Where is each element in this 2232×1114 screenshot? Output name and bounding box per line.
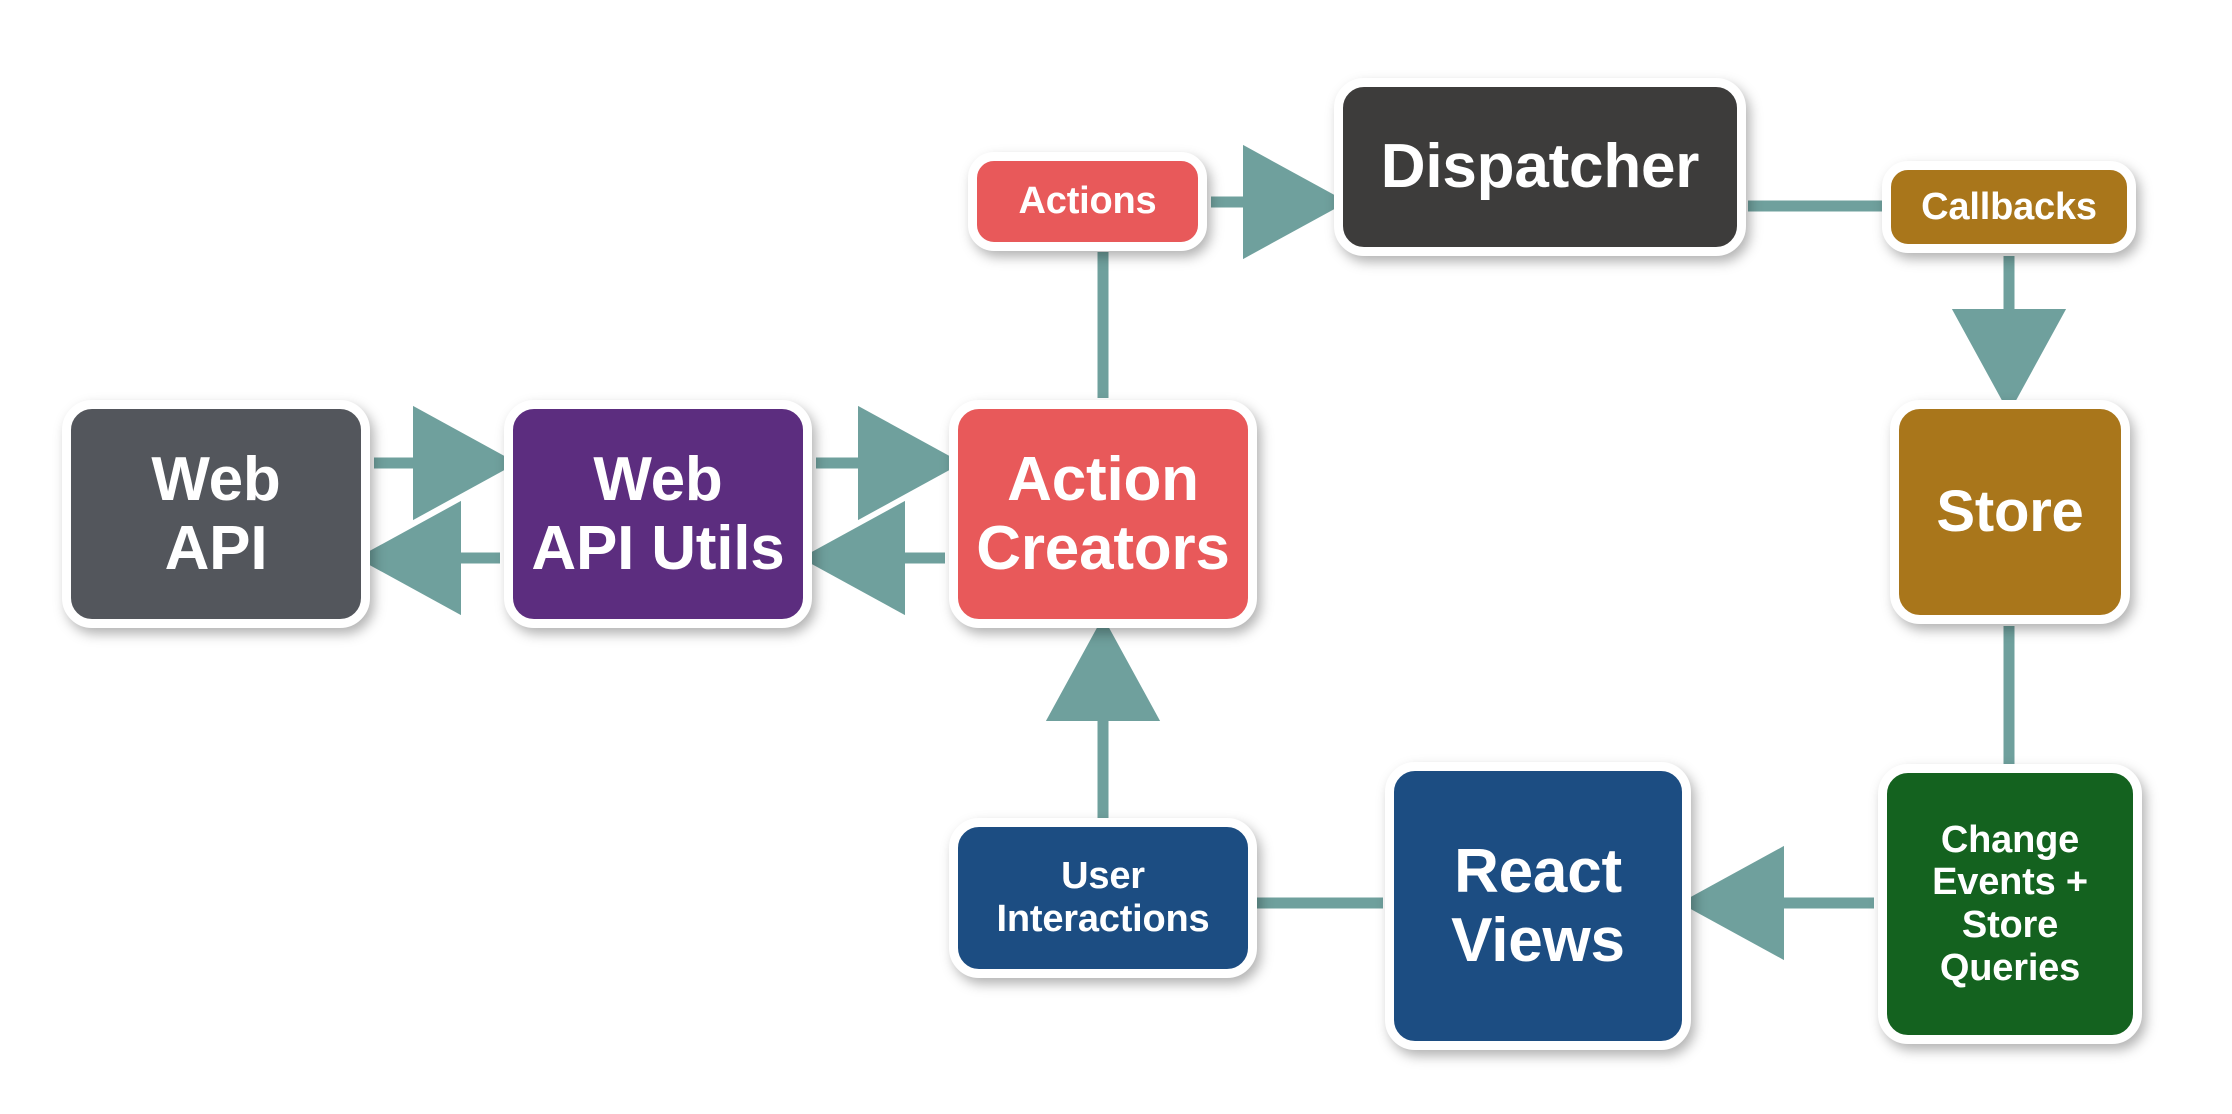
node-actions[interactable]: Actions: [968, 152, 1207, 251]
node-action-creators[interactable]: Action Creators: [949, 400, 1257, 628]
node-dispatcher[interactable]: Dispatcher: [1334, 78, 1746, 256]
node-web-api-utils[interactable]: Web API Utils: [504, 400, 812, 628]
node-store[interactable]: Store: [1890, 400, 2130, 624]
node-user-interactions[interactable]: User Interactions: [949, 818, 1257, 978]
node-change-events-store-queries[interactable]: Change Events + Store Queries: [1878, 764, 2142, 1044]
node-react-views[interactable]: React Views: [1385, 762, 1691, 1050]
node-callbacks[interactable]: Callbacks: [1882, 161, 2136, 253]
node-web-api[interactable]: Web API: [62, 400, 370, 628]
